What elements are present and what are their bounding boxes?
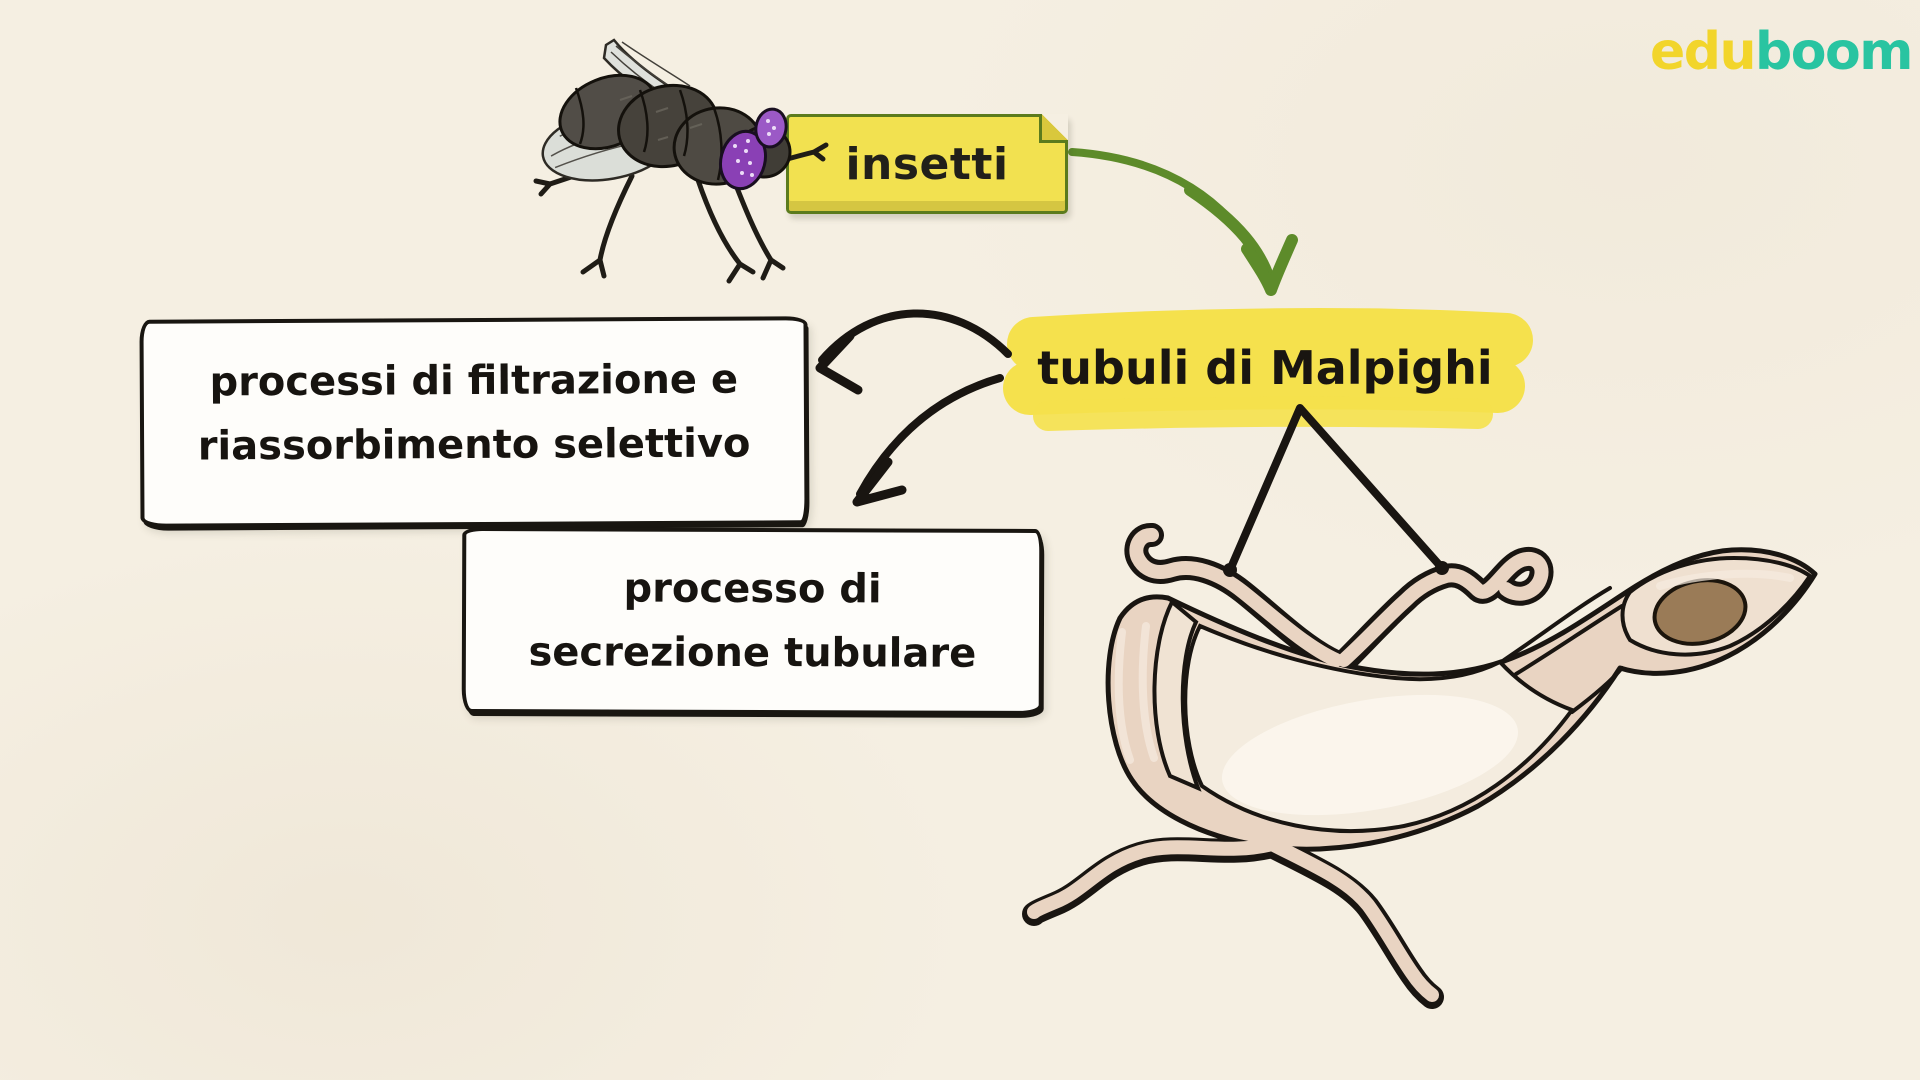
tubule-upper-right [1337, 551, 1549, 667]
gut-cut-face [1152, 598, 1202, 792]
lumen-highlight [1221, 694, 1519, 816]
yellow-highlight [1003, 308, 1533, 431]
insetti-label: insetti [786, 114, 1068, 214]
secretion-line2: secrezione tubulare [528, 629, 977, 677]
texture-streaks [1114, 569, 1794, 764]
filtration-box: processi di filtrazione e riassorbimento… [139, 316, 809, 528]
malpighian-tubules [1027, 528, 1549, 1002]
filtration-line2: riassorbimento selettivo [197, 420, 751, 470]
filtration-line1: processi di filtrazione e [209, 356, 739, 406]
pointer-lines [1223, 404, 1449, 577]
tubuli-label-text: tubuli di Malpighi [1037, 341, 1493, 395]
tubule-lower-left [1027, 837, 1279, 919]
logo-edu: edu [1650, 22, 1757, 82]
hindgut-wall-lines [1502, 586, 1624, 714]
tubuli-di-malpighi-label: tubuli di Malpighi [1015, 320, 1515, 416]
insetti-label-text: insetti [845, 138, 1009, 190]
secretion-line1: processo di [623, 565, 882, 613]
eduboom-logo: eduboom [1650, 22, 1913, 82]
malpighian-tubules-illustration [1022, 523, 1818, 1009]
housefly-illustration [533, 38, 829, 284]
fly-segment-lines [574, 87, 723, 181]
secretion-box: processo di secrezione tubulare [461, 526, 1044, 716]
arrow-to-filtration-box [815, 309, 1012, 395]
tubule-lower-right [1265, 837, 1439, 1002]
label-fold-corner [1039, 114, 1068, 143]
green-arrow [1068, 148, 1298, 296]
logo-boom: boom [1755, 22, 1913, 82]
tubule-upper-left [1129, 528, 1343, 667]
arrow-to-secretion-box [852, 374, 1004, 507]
fly-legs [533, 142, 829, 284]
fly-body-marks [619, 95, 703, 141]
fly-eye-icon [719, 107, 788, 191]
